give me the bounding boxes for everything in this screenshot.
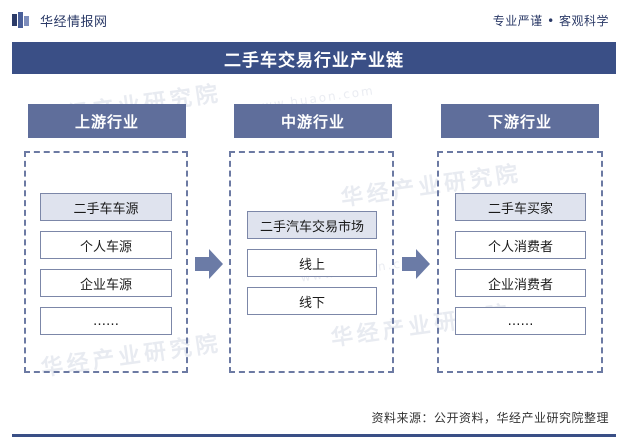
brand-logo: 华经情报网 xyxy=(12,10,122,30)
brand-name: 华经情报网 xyxy=(40,14,108,30)
column-heading-midstream: 中游行业 xyxy=(234,104,392,138)
list-item: 二手汽车交易市场 xyxy=(247,211,377,239)
list-item: 二手车车源 xyxy=(40,193,172,221)
tagline: 专业严谨 • 客观科学 xyxy=(492,14,609,28)
flow-arrow-right-icon xyxy=(195,249,223,279)
brand-logo-icon xyxy=(12,12,29,28)
list-item: 二手车买家 xyxy=(455,193,586,221)
list-item: 个人消费者 xyxy=(455,231,586,259)
list-item: …… xyxy=(455,307,586,335)
column-box-midstream xyxy=(229,151,394,373)
column-heading-downstream: 下游行业 xyxy=(441,104,599,138)
column-box-downstream xyxy=(437,151,603,373)
list-item: …… xyxy=(40,307,172,335)
flow-arrow-right-icon xyxy=(402,249,430,279)
column-box-upstream xyxy=(24,151,188,373)
diagram-title: 二手车交易行业产业链 xyxy=(12,42,616,74)
list-item: 个人车源 xyxy=(40,231,172,259)
bottom-rule xyxy=(12,434,616,437)
list-item: 线下 xyxy=(247,287,377,315)
list-item: 线上 xyxy=(247,249,377,277)
top-bar: 华经情报网 专业严谨 • 客观科学 xyxy=(0,0,627,38)
list-item: 企业消费者 xyxy=(455,269,586,297)
source-note: 资料来源：公开资料，华经产业研究院整理 xyxy=(371,411,609,425)
column-heading-upstream: 上游行业 xyxy=(28,104,186,138)
list-item: 企业车源 xyxy=(40,269,172,297)
